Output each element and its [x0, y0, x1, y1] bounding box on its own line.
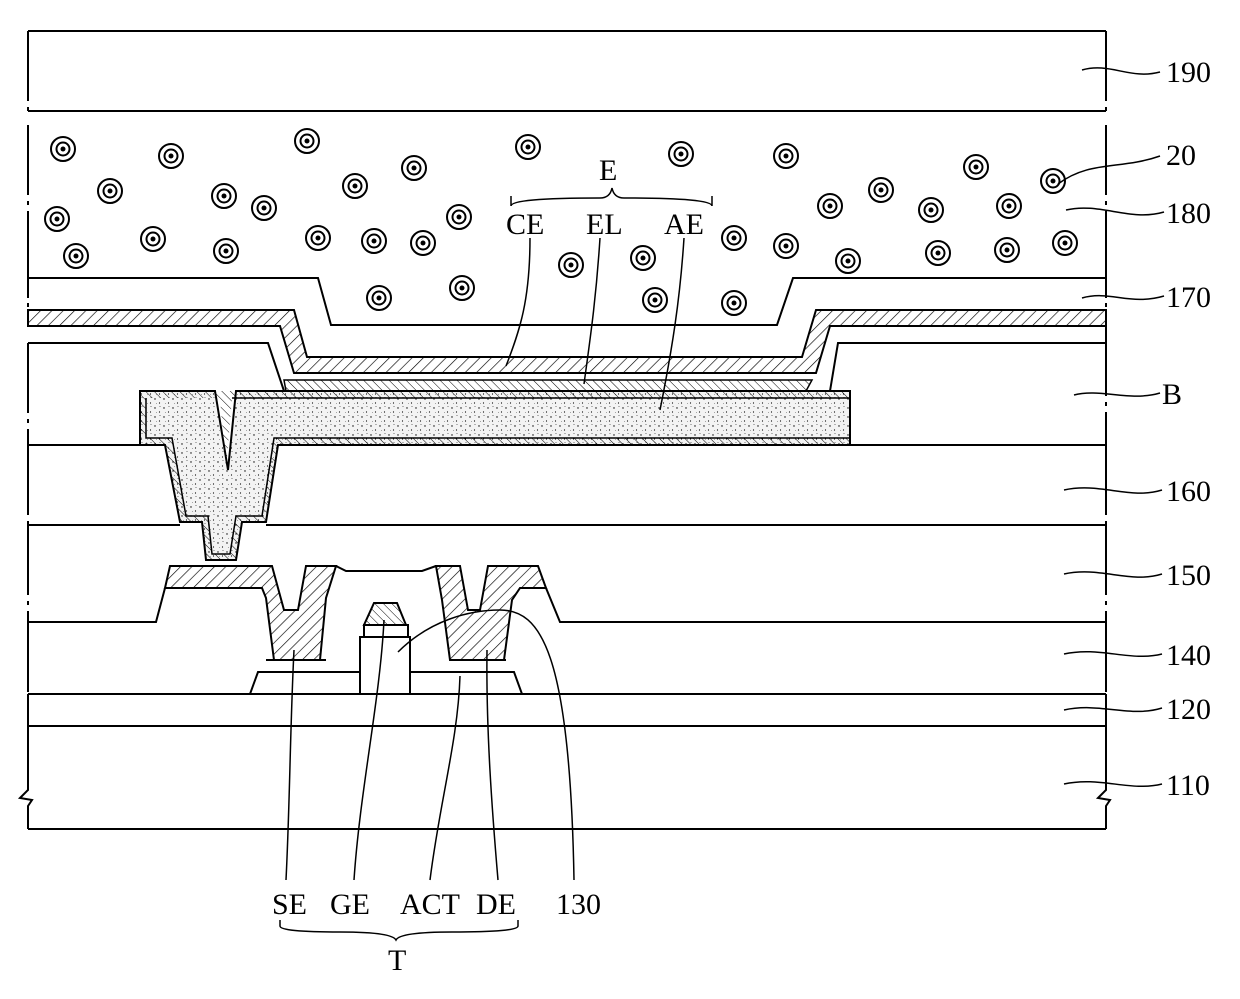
- layer-120: [28, 694, 1106, 726]
- emission-layer: [284, 380, 812, 391]
- label-t: T: [388, 944, 406, 977]
- anode-layer: [140, 391, 850, 560]
- particle-group: [45, 129, 1077, 315]
- label-140: 140: [1166, 639, 1211, 672]
- label-se: SE: [272, 888, 307, 921]
- label-130: 130: [556, 888, 601, 921]
- label-190: 190: [1166, 56, 1211, 89]
- label-160: 160: [1166, 475, 1211, 508]
- layer-180: [28, 125, 1106, 315]
- labels: 190 20 180 170 B 160 150 140 120 110 E C…: [272, 56, 1211, 977]
- label-150: 150: [1166, 559, 1211, 592]
- label-e: E: [599, 154, 617, 187]
- label-act: ACT: [400, 888, 460, 921]
- layer-190: [28, 31, 1106, 111]
- label-120: 120: [1166, 693, 1211, 726]
- label-ge: GE: [330, 888, 370, 921]
- cathode-layer: [28, 310, 1106, 373]
- label-170: 170: [1166, 281, 1211, 314]
- label-110: 110: [1166, 769, 1210, 802]
- leader-lines: [1058, 68, 1164, 786]
- source-drain-electrodes: [165, 566, 546, 660]
- layer-110: [20, 726, 1110, 829]
- label-de: DE: [476, 888, 516, 921]
- label-180: 180: [1166, 197, 1211, 230]
- label-ce: CE: [506, 208, 544, 241]
- label-b: B: [1162, 378, 1182, 411]
- label-el: EL: [586, 208, 623, 241]
- layer-140: [28, 622, 1106, 694]
- label-20: 20: [1166, 139, 1196, 172]
- label-ae: AE: [664, 208, 704, 241]
